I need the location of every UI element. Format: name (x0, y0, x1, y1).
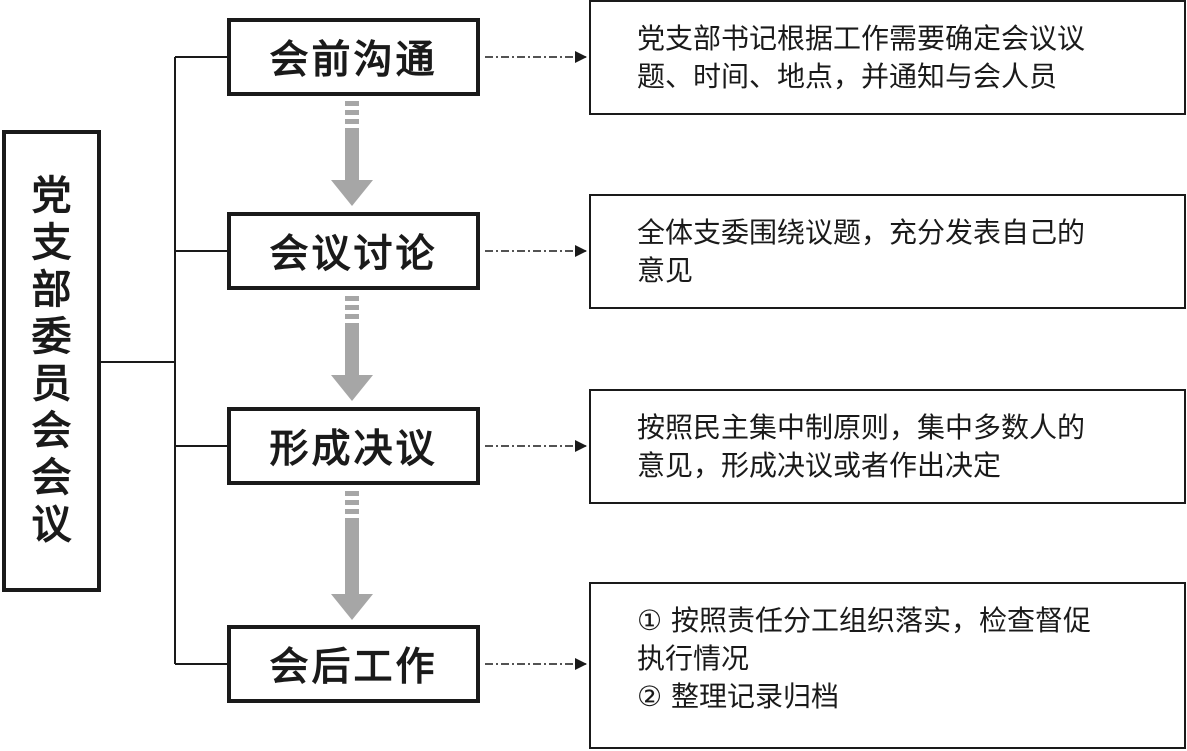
desc-line: 按照民主集中制原则，集中多数人的 (637, 411, 1086, 444)
desc-line: 党支部书记根据工作需要确定会议议 (637, 22, 1086, 55)
desc-box-post-meeting: ① 按照责任分工组织落实，检查督促 执行情况 ② 整理记录归档 (589, 582, 1186, 749)
desc-line: ① 按照责任分工组织落实，检查督促 (637, 604, 1092, 637)
flow-arrow-2 (331, 296, 373, 401)
step-box-resolution: 形成决议 (227, 407, 480, 485)
root-label-char: 党 (31, 173, 72, 219)
step-box-pre-meeting: 会前沟通 (227, 18, 480, 96)
flow-arrow-1 (331, 101, 373, 206)
desc-line: 题、时间、地点，并通知与会人员 (637, 60, 1058, 93)
desc-box-pre-meeting: 党支部书记根据工作需要确定会议议 题、时间、地点，并通知与会人员 (589, 0, 1186, 115)
desc-line: 意见 (637, 254, 694, 287)
desc-box-resolution: 按照民主集中制原则，集中多数人的 意见，形成决议或者作出决定 (589, 389, 1186, 504)
root-label-char: 支 (31, 220, 72, 266)
desc-line: 意见，形成决议或者作出决定 (637, 449, 1002, 482)
meeting-root-box: 党支部委员会会议 (2, 130, 101, 592)
desc-line: 全体支委围绕议题，充分发表自己的 (637, 216, 1086, 249)
root-label-char: 会 (31, 455, 72, 501)
desc-box-discussion: 全体支委围绕议题，充分发表自己的 意见 (589, 194, 1186, 309)
root-label-char: 会 (31, 408, 72, 454)
step-box-post-meeting: 会后工作 (227, 625, 480, 703)
step-box-discussion: 会议讨论 (227, 212, 480, 290)
root-label-char: 议 (31, 502, 72, 548)
desc-line: ② 整理记录归档 (637, 680, 840, 713)
root-label-char: 委 (31, 314, 72, 360)
desc-line: 执行情况 (637, 642, 750, 675)
flow-arrow-3 (331, 491, 373, 620)
root-label-char: 员 (31, 361, 72, 407)
root-label-char: 部 (31, 267, 72, 313)
